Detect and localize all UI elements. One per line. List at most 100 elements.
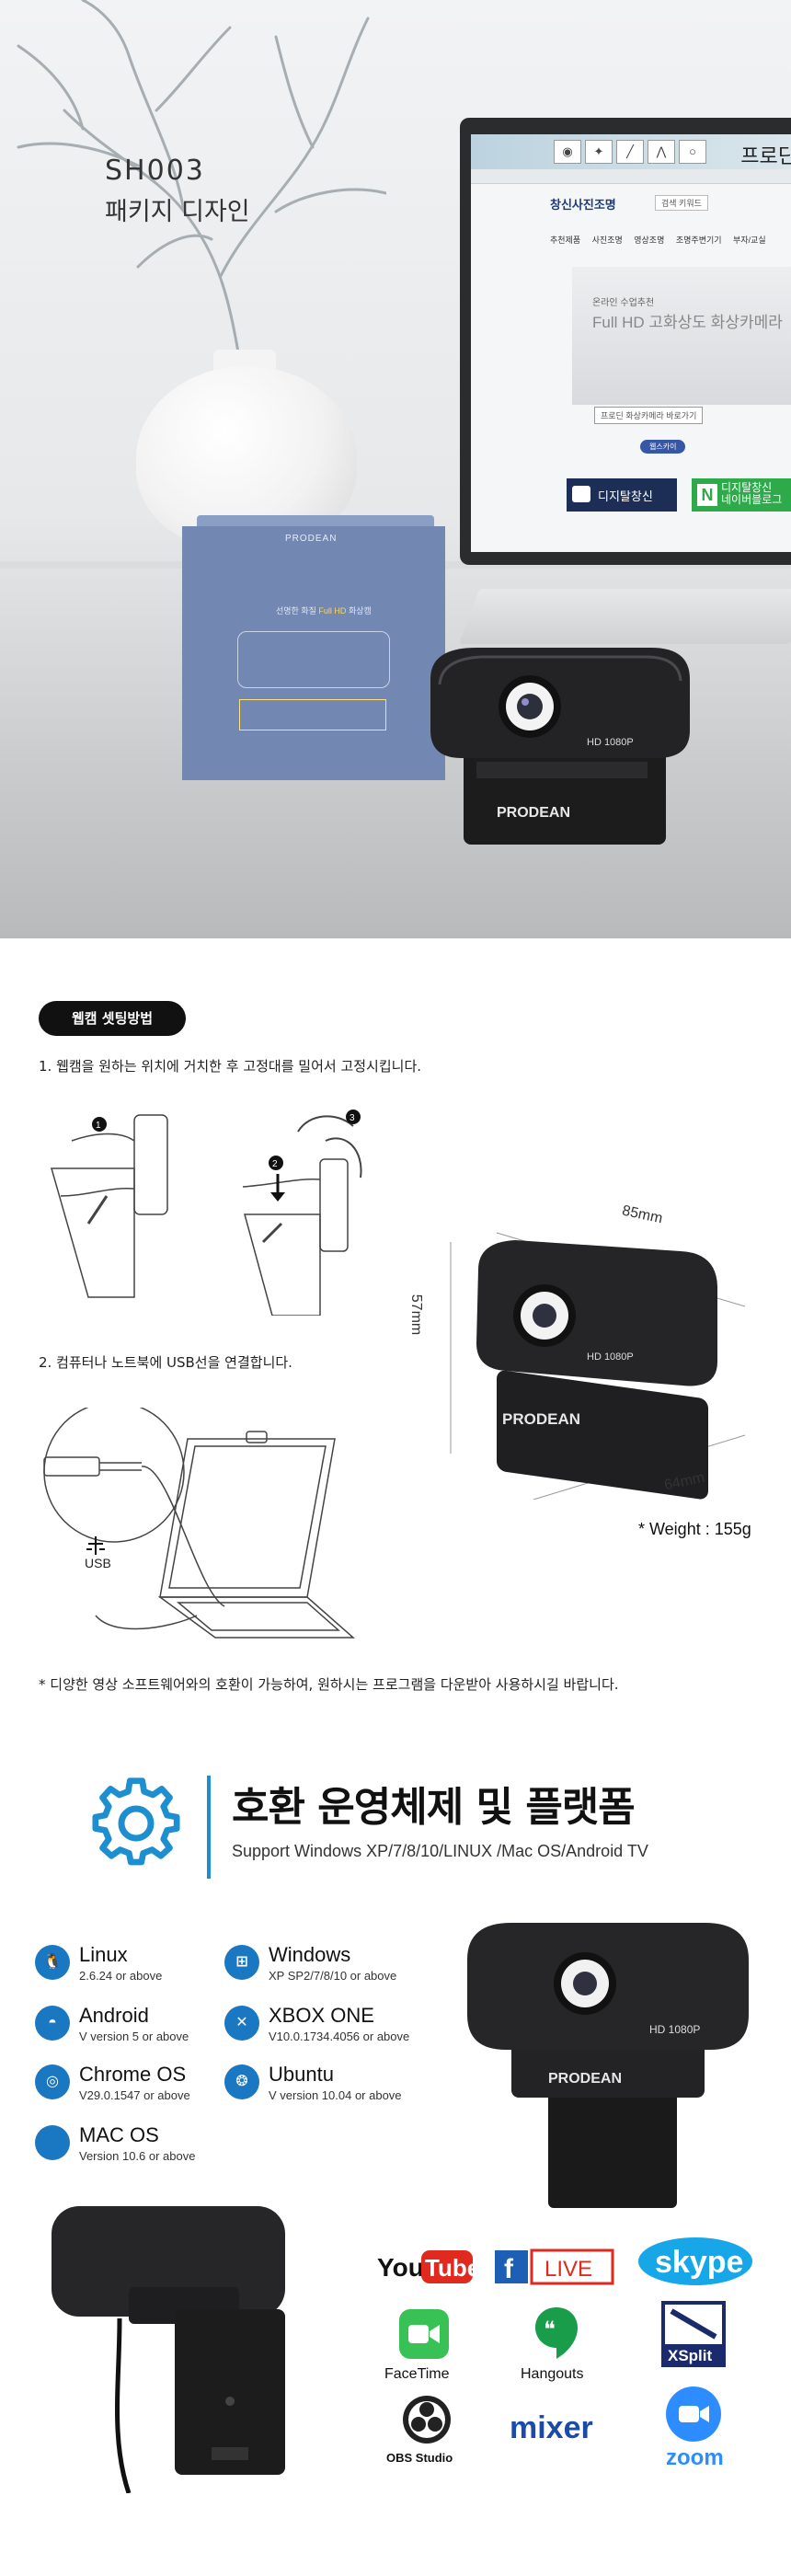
mixer-logo: mixer	[508, 2403, 618, 2451]
usb-label: USB	[85, 1556, 111, 1570]
product-code: SH003	[105, 155, 205, 187]
facebook-live-logo-live: LIVE	[545, 2257, 592, 2282]
dimension-height: 57mm	[408, 1294, 425, 1336]
os-ubuntu: ❂ Ubuntu V version 10.04 or above	[224, 2063, 436, 2110]
rear-webcam	[52, 2206, 285, 2493]
package-box	[182, 526, 445, 780]
dimension-webcam-label: HD 1080P	[587, 1351, 634, 1363]
screen-search: 검색 키워드	[655, 195, 708, 211]
skype-logo: skype	[636, 2234, 756, 2289]
screen-nav: 추천제품 사진조명 영상조명 조명주변기기 부자/교실	[550, 236, 766, 245]
package-brand: PRODEAN	[285, 534, 338, 544]
compat-webcam-brand: PRODEAN	[548, 2071, 622, 2087]
tripod-icon: ⋀	[648, 140, 675, 164]
screen-header: ◉✦╱⋀○ 프로딘	[471, 134, 791, 169]
software-note: * 디양한 영상 소프트웨어와의 호환이 가능하여, 원하시는 프로그램을 다운…	[39, 1676, 619, 1693]
compat-title: 호환 운영체제 및 플랫폼	[232, 1784, 636, 1831]
youtube-logo: You Tube	[375, 2245, 480, 2287]
facetime-label: FaceTime	[384, 2366, 450, 2382]
svg-text:❝: ❝	[544, 2317, 556, 2342]
os-chrome-name: Chrome OS	[79, 2063, 187, 2086]
ubuntu-icon: ❂	[224, 2064, 259, 2099]
screen-card-blog-line1: 디지탈창신	[721, 481, 773, 494]
mount-marker-1: 1	[96, 1121, 101, 1131]
mount-marker-3: 3	[350, 1113, 355, 1123]
hangouts-icon: ❝	[533, 2306, 579, 2361]
youtube-logo-tube: Tube	[425, 2254, 475, 2282]
os-android-version: V version 5 or above	[79, 2030, 189, 2043]
os-macos-version: Version 10.6 or above	[79, 2149, 196, 2163]
setup-step1: 1. 웹캠을 원하는 위치에 거치한 후 고정대를 밀어서 고정시킵니다.	[39, 1058, 422, 1075]
dimension-webcam: HD 1080P PRODEAN	[450, 1232, 746, 1500]
package-tagline-pre: 선명한 화질	[276, 606, 316, 615]
linux-icon: 🐧	[35, 1945, 70, 1980]
package-tagline-highlight: Full HD	[318, 606, 347, 615]
light-icon: ✦	[585, 140, 613, 164]
windows-icon: ⊞	[224, 1945, 259, 1980]
tool-icon: ╱	[616, 140, 644, 164]
laptop-usb-illustration: USB	[43, 1408, 355, 1639]
android-icon: ◓	[35, 2006, 70, 2041]
screen-card-digital: 디지탈창신	[567, 478, 677, 512]
os-windows-version: XP SP2/7/8/10 or above	[269, 1969, 397, 1983]
screen-card-digital-label: 디지탈창신	[598, 489, 653, 503]
screen-banner-line2: Full HD 고화상도 화상카메라	[592, 314, 783, 331]
os-android: ◓ Android V version 5 or above	[35, 2004, 246, 2052]
weight-label: * Weight : 155g	[638, 1520, 751, 1538]
compat-subtitle: Support Windows XP/7/8/10/LINUX /Mac OS/…	[232, 1842, 648, 1860]
apple-icon	[35, 2125, 70, 2160]
xsplit-logo: XSplit	[660, 2300, 728, 2368]
xbox-icon: ✕	[224, 2006, 259, 2041]
hero-subtitle: 패키지 디자인	[105, 198, 250, 226]
zoom-icon	[666, 2386, 721, 2442]
os-xbox-version: V10.0.1734.4056 or above	[269, 2030, 410, 2043]
os-linux-version: 2.6.24 or above	[79, 1969, 163, 1983]
gear-icon	[92, 1777, 180, 1866]
xsplit-logo-label: XSplit	[668, 2347, 713, 2364]
lens-icon: ○	[679, 140, 706, 164]
os-android-name: Android	[79, 2004, 149, 2027]
dimension-webcam-brand: PRODEAN	[502, 1410, 580, 1428]
decorative-branches	[17, 0, 386, 370]
package-tagline: 선명한 화질 Full HD 화상캠	[276, 604, 372, 616]
hangouts-label: Hangouts	[521, 2366, 584, 2382]
hero-section: SH003 패키지 디자인 ◉✦╱⋀○ 프로딘 창신사진조명 검색 키워드 추천…	[0, 0, 791, 938]
facetime-icon	[399, 2309, 449, 2359]
keyboard	[459, 589, 791, 644]
package-window-accent	[239, 699, 386, 730]
package-window	[237, 631, 390, 688]
youtube-logo-you: You	[377, 2253, 424, 2282]
os-xbox-name: XBOX ONE	[269, 2004, 374, 2027]
setup-step2: 2. 컴퓨터나 노트북에 USB선을 연결합니다.	[39, 1354, 292, 1371]
facebook-live-logo-f: f	[504, 2254, 514, 2284]
title-divider	[207, 1776, 211, 1879]
os-linux: 🐧 Linux 2.6.24 or above	[35, 1943, 246, 1991]
camera-icon: ◉	[554, 140, 581, 164]
camera-icon	[572, 486, 590, 502]
screen-site-logo: 창신사진조명	[550, 198, 616, 212]
chrome-icon: ◎	[35, 2064, 70, 2099]
mixer-logo-label: mixer	[510, 2410, 593, 2445]
setup-title: 웹캠 셋팅방법	[39, 1001, 186, 1036]
hero-webcam-brand: PRODEAN	[497, 805, 570, 821]
os-ubuntu-name: Ubuntu	[269, 2063, 334, 2086]
os-macos-name: MAC OS	[79, 2123, 159, 2146]
screen-pill: 웹스카이	[640, 440, 686, 454]
screen-brand: 프로딘	[740, 144, 791, 167]
skype-logo-label: skype	[655, 2245, 743, 2280]
screen-card-blog-line2: 네이버블로그	[721, 493, 783, 506]
mount-illustration: 1 2 3	[51, 1110, 362, 1316]
screen-banner-button: 프로딘 화상카메라 바로가기	[594, 407, 704, 424]
os-chrome-version: V29.0.1547 or above	[79, 2088, 190, 2102]
compat-webcam: HD 1080P PRODEAN	[467, 1923, 749, 2208]
os-chrome: ◎ Chrome OS V29.0.1547 or above	[35, 2063, 246, 2110]
obs-icon	[401, 2394, 453, 2445]
naver-icon: N	[697, 484, 717, 506]
screen-icon-row: ◉✦╱⋀○	[554, 140, 710, 164]
os-windows: ⊞ Windows XP SP2/7/8/10 or above	[224, 1943, 436, 1991]
os-windows-name: Windows	[269, 1943, 351, 1966]
os-linux-name: Linux	[79, 1943, 128, 1966]
os-ubuntu-version: V version 10.04 or above	[269, 2088, 402, 2102]
